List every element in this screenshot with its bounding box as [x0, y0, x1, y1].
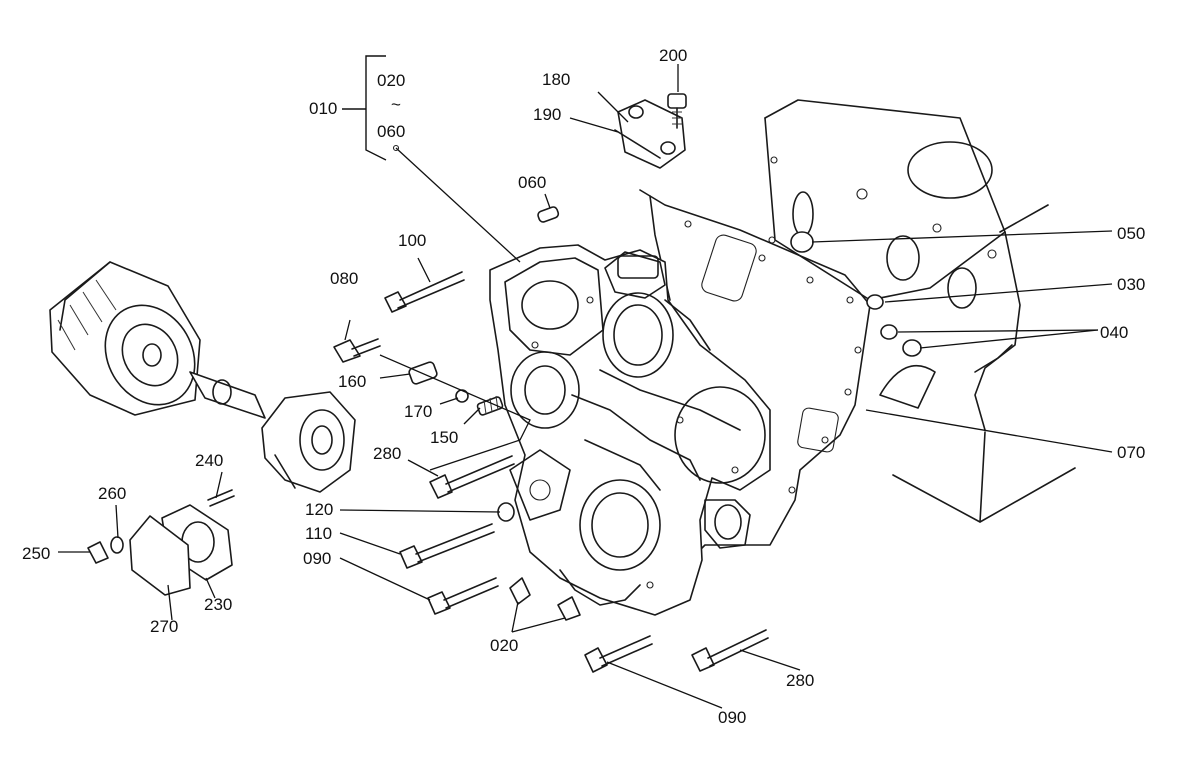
- plug-020: [509, 577, 581, 621]
- bolt-090-lower: [584, 635, 653, 673]
- callout-050: 050: [1117, 224, 1145, 243]
- callout-040: 040: [1100, 323, 1128, 342]
- callout-280-upper: 280: [373, 444, 401, 463]
- label-010: 010: [309, 99, 337, 118]
- leader-lines: [58, 64, 1113, 709]
- callout-190: 190: [533, 105, 561, 124]
- callout-260: 260: [98, 484, 126, 503]
- label-tilde: ~: [391, 95, 401, 114]
- label-020-range-start: 020: [377, 71, 405, 90]
- filter-nipple: [189, 371, 266, 419]
- callout-120: 120: [305, 500, 333, 519]
- callout-250: 250: [22, 544, 50, 563]
- callout-110: 110: [305, 524, 332, 543]
- callout-270: 270: [150, 617, 178, 636]
- bolt-200: [667, 93, 687, 129]
- bolt-090-left: [427, 577, 499, 615]
- washer-120: [497, 502, 515, 522]
- bolt-080: [333, 338, 381, 363]
- engine-block: [764, 99, 1076, 523]
- group-label: 010 020 ~ 060: [309, 71, 405, 141]
- callout-280-lower: 280: [786, 671, 814, 690]
- callout-090-left: 090: [303, 549, 331, 568]
- callout-180: 180: [542, 70, 570, 89]
- callout-030: 030: [1117, 275, 1145, 294]
- callout-090-lower: 090: [718, 708, 746, 727]
- callout-070: 070: [1117, 443, 1145, 462]
- bolt-100: [384, 271, 465, 313]
- oil-filter-bracket: [261, 391, 356, 493]
- label-060-range-end: 060: [377, 122, 405, 141]
- callout-080: 080: [330, 269, 358, 288]
- stud-240: [207, 489, 235, 507]
- washer-260: [110, 536, 124, 554]
- callout-020: 020: [490, 636, 518, 655]
- cover-270: [129, 515, 191, 596]
- callout-200: 200: [659, 46, 687, 65]
- callout-240: 240: [195, 451, 223, 470]
- callout-160: 160: [338, 372, 366, 391]
- bolt-280-upper: [429, 455, 515, 499]
- callout-150: 150: [430, 428, 458, 447]
- callout-labels: 200 180 190 060 050 100 080 030 040 160 …: [22, 46, 1145, 727]
- oil-filter: [49, 261, 201, 416]
- group-bracket: [342, 55, 400, 161]
- dowel-pin-060: [537, 206, 560, 223]
- callout-230: 230: [204, 595, 232, 614]
- nut-250: [87, 541, 109, 564]
- o-rings: [790, 231, 922, 357]
- case-cover-180: [614, 99, 686, 169]
- callout-170: 170: [404, 402, 432, 421]
- callout-060: 060: [518, 173, 546, 192]
- bolt-110: [399, 523, 495, 569]
- callout-100: 100: [398, 231, 426, 250]
- gear-case: [489, 244, 771, 616]
- bolt-280-lower: [691, 629, 769, 672]
